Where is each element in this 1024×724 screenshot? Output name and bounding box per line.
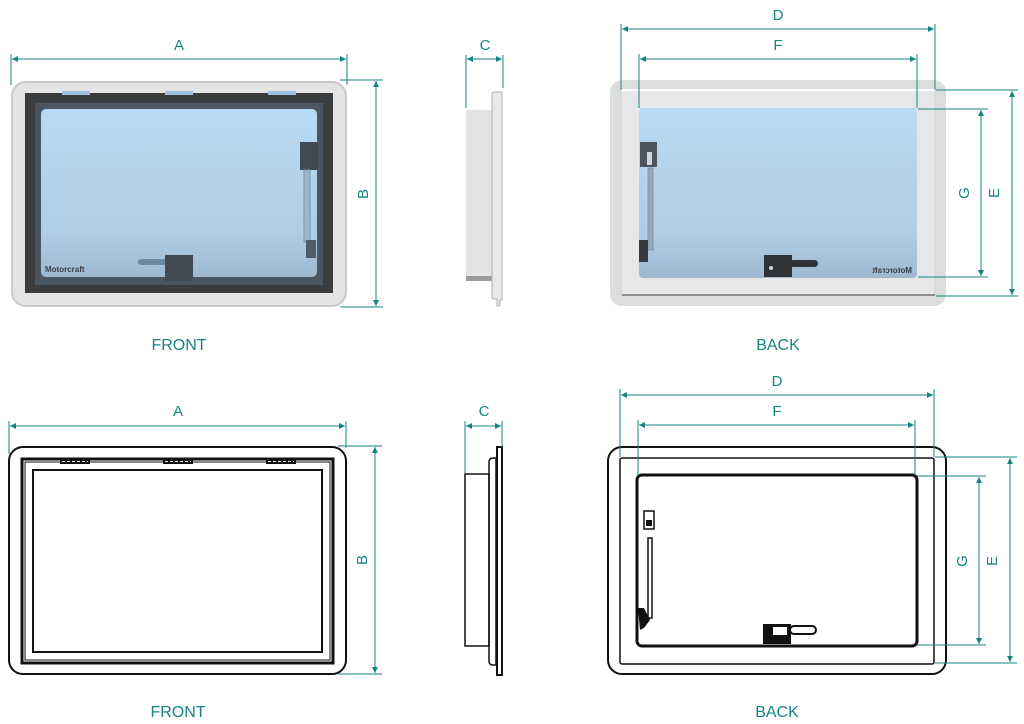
latch-body [764, 255, 792, 277]
latch-handle [790, 260, 818, 267]
glass-pane [41, 109, 317, 277]
side-body [464, 473, 490, 647]
strut-bracket-top [300, 142, 318, 170]
vent-right [268, 91, 296, 95]
latch-handle [138, 259, 168, 265]
glass-outline [32, 469, 323, 653]
side-body-shadow [466, 276, 492, 281]
bezel [20, 457, 335, 665]
strut-clip [647, 152, 652, 165]
side-flange [491, 91, 503, 307]
back-line-dimensions: D F G E BACK [619, 373, 1017, 721]
latch-handle [789, 625, 817, 635]
side-line-dimensions: C [464, 403, 503, 473]
view-label-front: FRONT [150, 704, 205, 721]
glass-outline [635, 473, 919, 648]
dimension-d-label: D [773, 7, 784, 24]
vent-left [62, 91, 90, 95]
back-glass-pane [639, 108, 917, 278]
strut-bracket-bottom [638, 608, 650, 630]
bezel-inner [24, 461, 331, 661]
brand-logo-mirrored: Motorcraft [872, 266, 912, 275]
side-view-line [464, 446, 503, 676]
gas-strut [647, 167, 654, 251]
brand-logo: Motorcraft [45, 265, 85, 274]
view-label-front: FRONT [151, 337, 206, 354]
vent-center [165, 91, 193, 95]
dimension-g-label: G [956, 187, 973, 199]
view-label-back: BACK [755, 704, 799, 721]
front-view-rendered: Motorcraft A B FRONT [10, 37, 383, 354]
side-body [466, 110, 492, 280]
outer-frame [8, 446, 347, 675]
dimension-a-label: A [173, 403, 183, 420]
dimension-f-label: F [773, 37, 782, 54]
dimension-c-label: C [479, 403, 490, 420]
front-view-line [8, 446, 347, 675]
dimension-d-label: D [772, 373, 783, 390]
view-label-back: BACK [756, 337, 800, 354]
dimension-c-label: C [480, 37, 491, 54]
back-view-line [607, 446, 947, 675]
side-flange-outer [496, 446, 503, 676]
dimension-e-label: E [986, 188, 1003, 198]
strut-bracket-bottom [639, 240, 648, 262]
dimension-f-label: F [772, 403, 781, 420]
back-frame [619, 457, 935, 665]
latch-body [165, 255, 193, 281]
side-flange-inner [488, 457, 497, 666]
front-line-dimensions: A B FRONT [8, 403, 382, 721]
dimension-g-label: G [954, 555, 971, 567]
vents [60, 459, 296, 464]
outer-flange [607, 446, 947, 675]
dimension-a-label: A [174, 37, 184, 54]
dimension-e-label: E [984, 556, 1001, 566]
dimension-b-label: B [355, 189, 372, 199]
gas-strut [647, 537, 653, 619]
back-view-rendered: Motorcraft D F G E BACK [610, 7, 1018, 354]
dimension-b-label: B [354, 555, 371, 565]
side-view-rendered: C [465, 37, 504, 307]
gas-strut [303, 169, 311, 243]
strut-bracket-bottom [306, 240, 316, 258]
